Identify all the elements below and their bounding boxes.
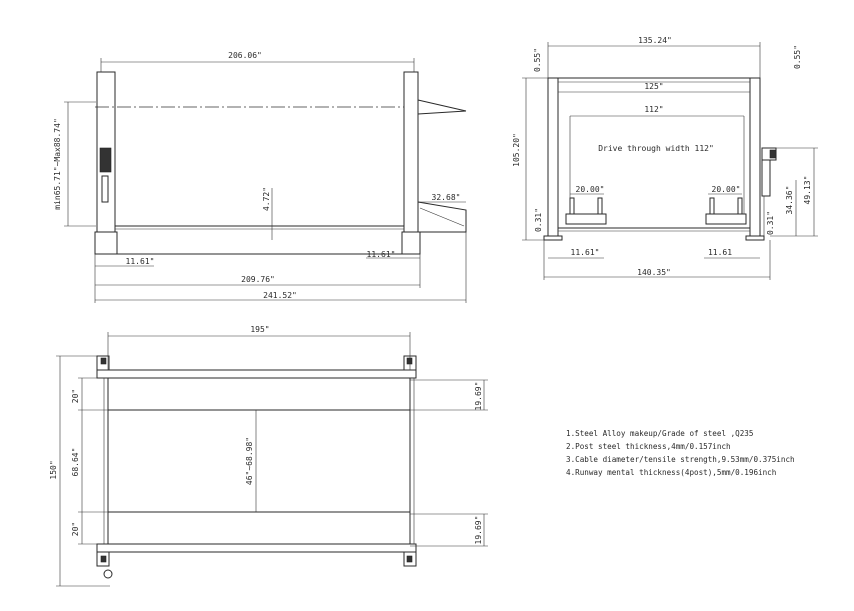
front-left-base	[543, 235, 563, 241]
dim-top-runway-top: 20"	[71, 389, 80, 403]
dim-front-width-125: 125"	[644, 82, 663, 91]
front-drive-through-label: Drive through width 112"	[598, 144, 714, 153]
side-right-post	[403, 71, 419, 233]
front-right-runway	[705, 213, 747, 225]
top-crossbeam-top	[96, 369, 417, 379]
dim-front-power-height: 34.36"	[785, 186, 794, 215]
side-raised-ramp	[417, 99, 467, 112]
note-3: 3.Cable diameter/tensile strength,9.53mm…	[566, 455, 795, 464]
dim-front-runway-right: 20.00"	[712, 185, 741, 194]
note-2: 2.Post steel thickness,4mm/0.157inch	[566, 442, 731, 451]
dim-side-left-offset: 11.61"	[126, 257, 155, 266]
dim-side-height-range: min65.71"~Max88.74"	[53, 118, 62, 210]
dim-top-length: 195"	[250, 325, 269, 334]
note-4: 4.Runway mental thickness(4post),5mm/0.1…	[566, 468, 776, 477]
dim-front-foot-right: 0.31"	[766, 211, 775, 235]
dim-top-runway-bottom: 20"	[71, 522, 80, 536]
side-left-post-base	[94, 231, 118, 255]
front-right-base	[745, 235, 765, 241]
dim-side-beam-height: 4.72"	[262, 187, 271, 211]
front-view: 135.24" 0.55" 0.55" 125" 112" Drive thro…	[512, 36, 818, 280]
dim-front-offset-right: 11.61	[708, 248, 732, 257]
front-right-post	[749, 77, 761, 237]
dim-top-right-top: 19.69"	[474, 382, 483, 411]
top-crossbeam-bottom	[96, 543, 417, 553]
dim-side-right-offset: 11.61"	[367, 250, 396, 259]
dim-front-left-edge: 0.55"	[533, 48, 542, 72]
dim-side-top-width: 206.06"	[228, 51, 262, 60]
top-view: 195" 150" 20" 68.64" 20" 46"~68.98" 19.6…	[49, 325, 488, 587]
dim-front-height: 105.20"	[512, 133, 521, 167]
dim-front-width-112: 112"	[644, 105, 663, 114]
dim-front-right-edge: 0.55"	[793, 45, 802, 69]
front-left-post	[547, 77, 559, 237]
top-runway-lower	[107, 511, 411, 545]
top-power-knob	[103, 569, 113, 579]
dim-side-overall-length: 241.52"	[263, 291, 297, 300]
dim-side-ramp-length: 32.68"	[432, 193, 461, 202]
dim-front-power-total: 49.13"	[803, 176, 812, 205]
front-left-runway	[565, 213, 607, 225]
dim-side-inner-length: 209.76"	[241, 275, 275, 284]
side-view: 206.06" min65.71"~Max88.74" 4.72" 32.68"…	[53, 51, 467, 303]
side-right-post-base	[401, 231, 421, 255]
dim-front-foot-left: 0.31"	[534, 208, 543, 232]
dim-top-right-bottom: 19.69"	[474, 516, 483, 545]
dim-top-spacing: 46"~68.98"	[245, 437, 254, 485]
dim-top-between: 68.64"	[71, 448, 80, 477]
dim-front-runway-left: 20.00"	[576, 185, 605, 194]
side-control-box-panel	[101, 175, 109, 203]
dim-front-width-bottom: 140.35"	[637, 268, 671, 277]
dim-front-width-top: 135.24"	[638, 36, 672, 45]
note-1: 1.Steel Alloy makeup/Grade of steel ,Q23…	[566, 429, 753, 438]
top-runway-upper	[107, 377, 411, 411]
spec-notes: 1.Steel Alloy makeup/Grade of steel ,Q23…	[566, 429, 795, 477]
dim-top-overall-depth: 150"	[49, 460, 58, 479]
dim-front-offset-left: 11.61"	[571, 248, 600, 257]
side-control-box	[99, 147, 112, 173]
